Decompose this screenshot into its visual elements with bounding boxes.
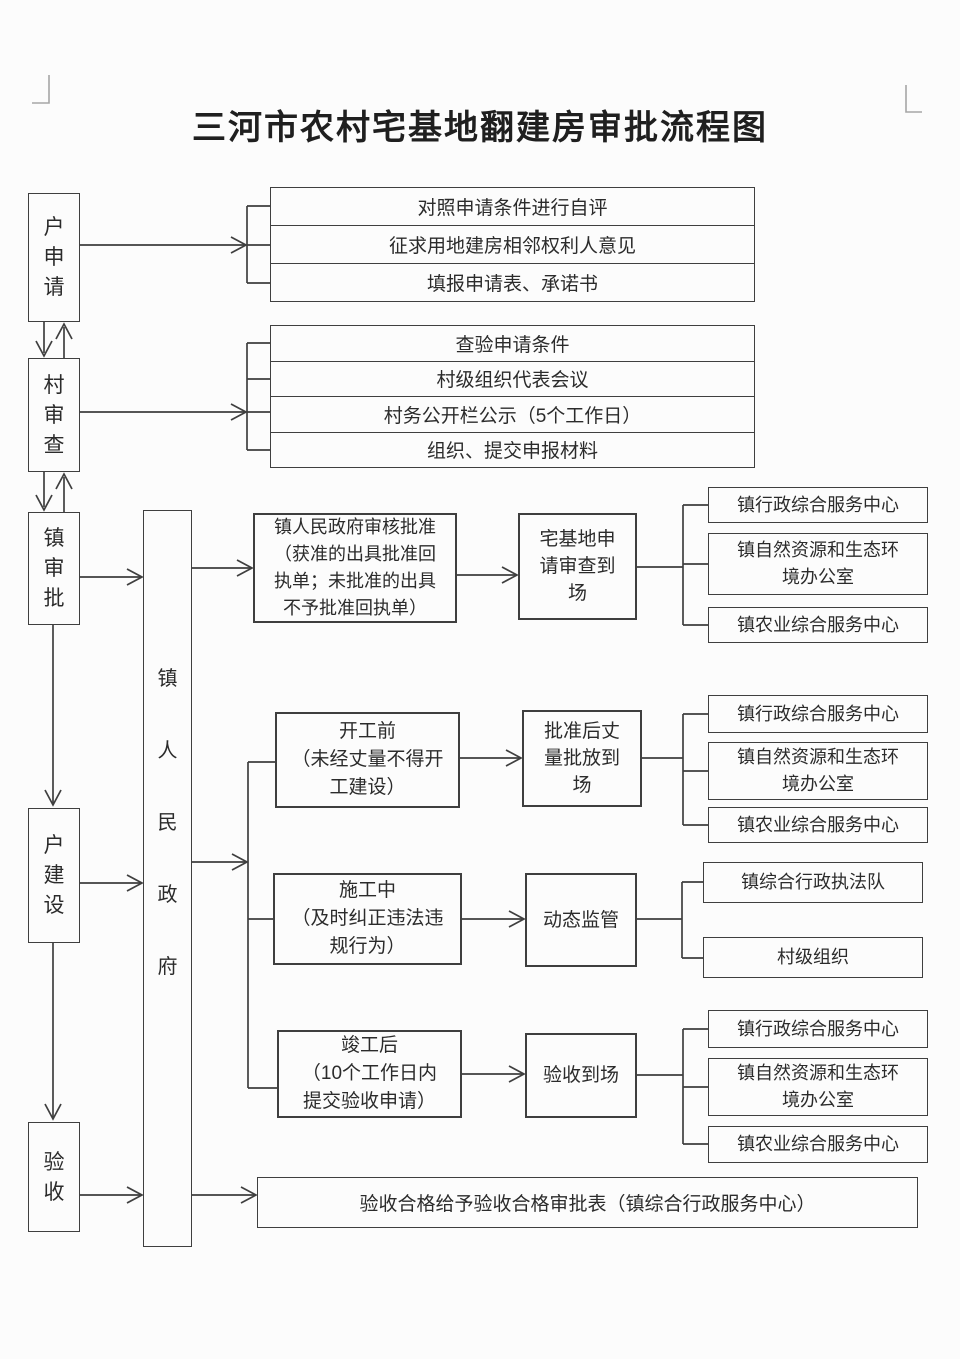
step-public-notice: 村务公开栏公示（5个工作日） (271, 396, 754, 432)
dept-agriculture-center-1: 镇农业综合服务中心 (708, 607, 928, 643)
dept-village-organization: 村级组织 (703, 937, 923, 978)
lane-town-approval: 镇审批 (28, 512, 80, 625)
phase-name: 开工前 (338, 721, 396, 742)
step-verify-conditions: 查验申请条件 (455, 334, 570, 356)
step-self-evaluate: 对照申请条件进行自评 (417, 198, 608, 219)
lane-household-apply: 户申请 (28, 193, 80, 322)
phase-note: （10个工作日内提交验收申请） (301, 1063, 438, 1112)
dept-admin-service-center-2: 镇行政综合服务中心 (708, 695, 928, 733)
decision-line: 镇人民政府审核批准 (274, 517, 436, 537)
phase-name: 竣工后 (340, 1035, 398, 1056)
phase-before-construction-box: 开工前 （未经丈量不得开工建设） (275, 712, 460, 808)
town-government-box: 镇人民政府 (143, 510, 192, 1247)
acceptance-result-box: 验收合格给予验收合格审批表（镇综合行政服务中心） (257, 1177, 918, 1228)
decision-detail: （获准的出具批准回执单；未批准的出具不予批准回执单） (274, 544, 436, 618)
step-neighbor-opinion: 征求用地建房相邻权利人意见 (271, 225, 754, 263)
flow-lines (35, 205, 708, 1204)
phase-after-completion-box: 竣工后 （10个工作日内提交验收申请） (277, 1030, 462, 1118)
dept-agriculture-center-2: 镇农业综合服务中心 (708, 807, 928, 843)
dept-admin-service-center-3: 镇行政综合服务中心 (708, 1010, 928, 1048)
measure-demarcate-box: 批准后丈量批放到场 (522, 710, 642, 807)
phase-note: （及时纠正违法违规行为） (291, 908, 444, 957)
dept-natural-resources-3: 镇自然资源和生态环境办公室 (708, 1058, 928, 1116)
phase-during-construction-box: 施工中 （及时纠正违法违规行为） (273, 873, 462, 965)
dept-agriculture-center-3: 镇农业综合服务中心 (708, 1126, 928, 1163)
household-apply-steps: 对照申请条件进行自评 征求用地建房相邻权利人意见 填报申请表、承诺书 (270, 187, 755, 302)
dept-admin-service-center-1: 镇行政综合服务中心 (708, 487, 928, 523)
phase-name: 施工中 (338, 880, 396, 901)
lane-household-build: 户建设 (28, 808, 80, 943)
dept-enforcement-team: 镇综合行政执法队 (703, 862, 923, 903)
lane-village-review: 村审查 (28, 358, 80, 472)
lane-acceptance: 验收 (28, 1122, 80, 1232)
crop-marks (32, 75, 922, 113)
onsite-review-box: 宅基地申请审查到场 (518, 513, 637, 620)
dept-natural-resources-1: 镇自然资源和生态环境办公室 (708, 533, 928, 595)
acceptance-onsite-box: 验收到场 (525, 1033, 637, 1118)
dynamic-supervision-box: 动态监管 (525, 873, 637, 967)
step-village-meeting: 村级组织代表会议 (271, 360, 754, 397)
step-fill-forms: 填报申请表、承诺书 (271, 263, 754, 301)
town-government-label: 镇人民政府 (157, 668, 178, 978)
dept-natural-resources-2: 镇自然资源和生态环境办公室 (708, 742, 928, 800)
phase-note: （未经丈量不得开工建设） (291, 749, 444, 798)
town-approval-decision-box: 镇人民政府审核批准 （获准的出具批准回执单；未批准的出具不予批准回执单） (253, 513, 457, 623)
step-submit-materials: 组织、提交申报材料 (271, 431, 754, 468)
village-review-steps: 查验申请条件 村级组织代表会议 村务公开栏公示（5个工作日） 组织、提交申报材料 (270, 325, 755, 468)
page-title: 三河市农村宅基地翻建房审批流程图 (192, 109, 768, 147)
